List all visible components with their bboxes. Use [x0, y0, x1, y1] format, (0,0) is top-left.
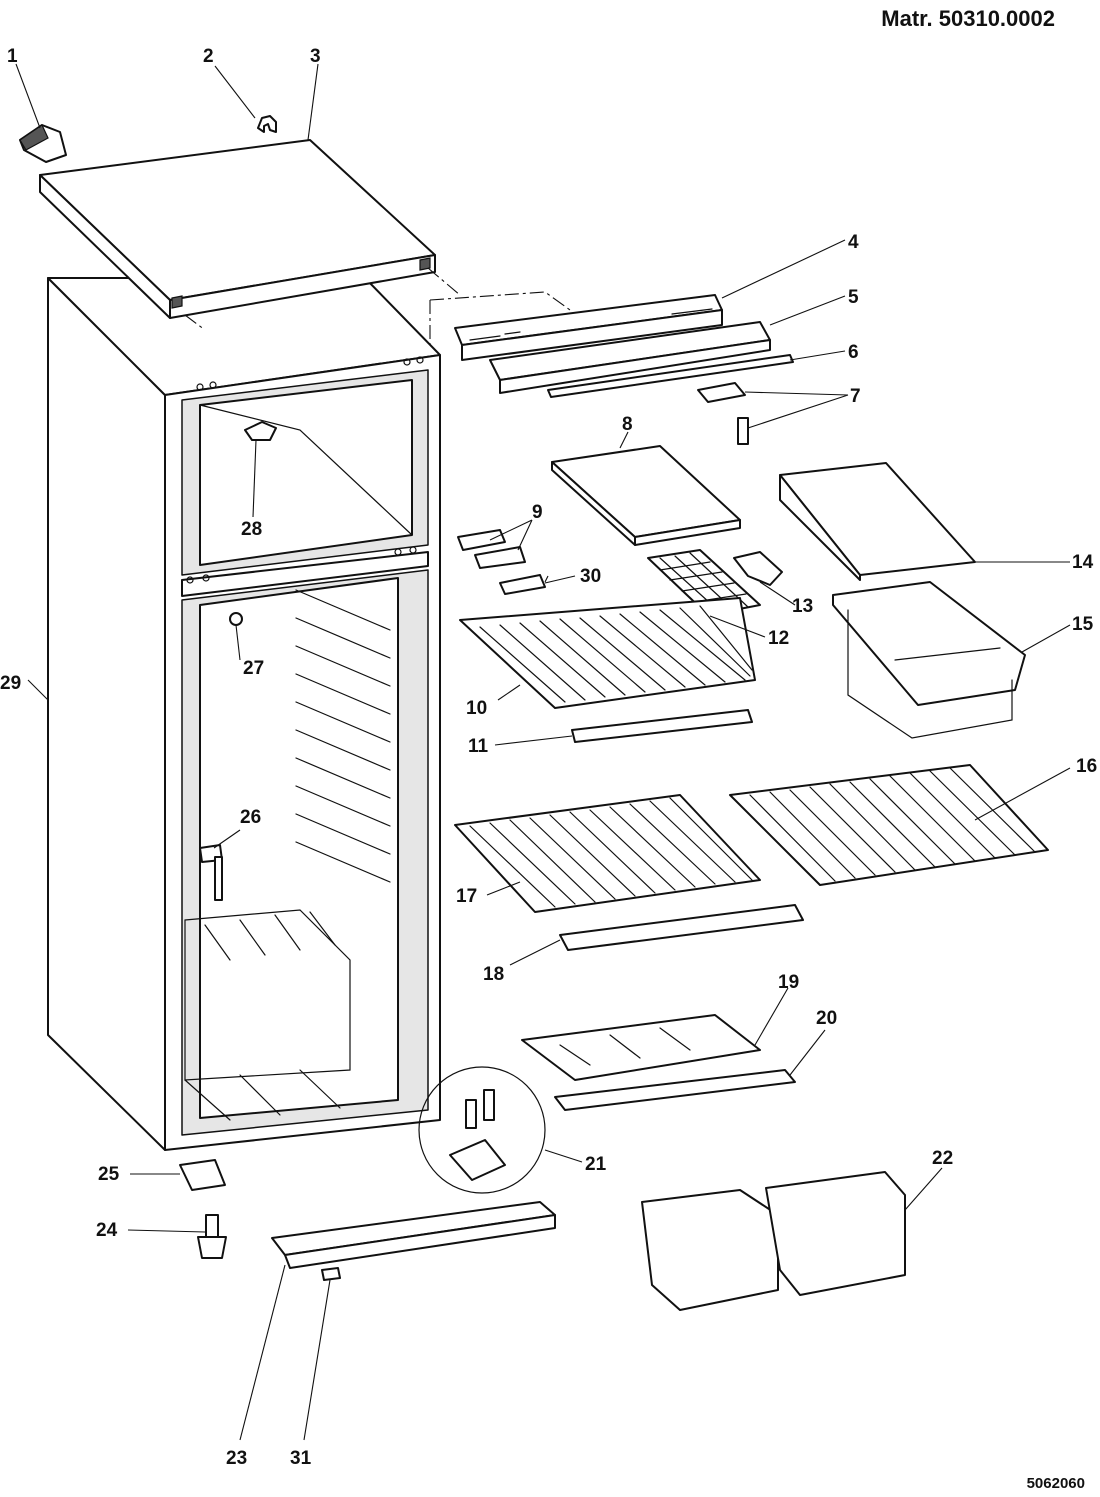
callout-10: 10: [466, 698, 487, 719]
callout-25: 25: [98, 1164, 120, 1185]
base-kick-plate-part: [271, 1201, 556, 1269]
callout-11: 11: [468, 736, 489, 757]
clip-part: [257, 115, 277, 133]
callout-27: 27: [243, 658, 264, 679]
light-bulb-part: [229, 612, 243, 626]
callout-18: 18: [483, 964, 504, 985]
callout-9: 9: [532, 502, 543, 523]
assembly-line: [429, 291, 571, 345]
leader-lines: [15, 63, 1071, 1441]
cabinet-body: [47, 277, 441, 1151]
callout-14: 14: [1072, 552, 1094, 573]
assembly-line-top: [184, 267, 461, 331]
callout-30: 30: [580, 566, 601, 587]
callout-2: 2: [203, 46, 214, 67]
freezer-wire-shelf-part: [459, 597, 756, 709]
bottom-hinge-part: [179, 1159, 226, 1191]
shelf-support-part: [457, 529, 506, 551]
hinge-cap-part: [19, 124, 67, 163]
callout-7: 7: [850, 386, 861, 407]
callout-13: 13: [792, 596, 813, 617]
callout-19: 19: [778, 972, 799, 993]
callout-23: 23: [226, 1448, 247, 1469]
callout-labels: 1 2 3 4 5 6 7 8 9 10 11 12 13 14 15 16 1…: [0, 46, 1097, 1469]
shelf-front-trim-part: [559, 904, 804, 951]
crisper-cover-part: [779, 462, 976, 581]
callout-3: 3: [310, 46, 321, 67]
light-switch-part: [697, 382, 749, 445]
callout-21: 21: [585, 1154, 607, 1175]
callout-8: 8: [622, 414, 633, 435]
callout-12: 12: [768, 628, 789, 649]
callout-5: 5: [848, 287, 859, 308]
callout-31: 31: [290, 1448, 312, 1469]
callout-15: 15: [1072, 614, 1094, 635]
callout-22: 22: [932, 1148, 953, 1169]
material-number: Matr. 50310.0002: [881, 6, 1055, 31]
door-bin-part: [641, 1171, 906, 1311]
trim-strip-part: [547, 354, 794, 398]
callout-16: 16: [1076, 756, 1097, 777]
callout-26: 26: [240, 807, 261, 828]
callout-24: 24: [96, 1220, 118, 1241]
callout-6: 6: [848, 342, 859, 363]
callout-29: 29: [0, 673, 21, 694]
callout-17: 17: [456, 886, 477, 907]
ice-scraper-part: [733, 551, 783, 586]
hinge-assembly-part: [418, 1066, 546, 1194]
callout-20: 20: [816, 1008, 837, 1029]
kick-plate-clip-part: [321, 1267, 341, 1281]
crisper-drawer-part: [832, 581, 1026, 739]
shelf-support-part-b: [474, 546, 526, 569]
thermostat-sensor-part: [199, 844, 223, 901]
callout-4: 4: [848, 232, 859, 253]
control-housing-part: [489, 321, 771, 394]
glass-shelf-trim-part: [554, 1069, 796, 1111]
callout-1: 1: [7, 46, 18, 67]
callout-28: 28: [241, 519, 262, 540]
lower-wire-shelf-part: [454, 794, 761, 913]
glass-shelf-part: [521, 1014, 761, 1081]
freezer-tray-part: [551, 445, 741, 546]
shelf-clip-part: [499, 574, 546, 595]
adjustable-foot-part: [197, 1214, 227, 1259]
control-panel-part: [454, 294, 723, 361]
drawing-code: 5062060: [1027, 1475, 1085, 1492]
top-cover: [39, 139, 436, 319]
thermostat-knob-part: [244, 421, 277, 441]
upper-wire-shelf-part: [729, 764, 1049, 886]
shelf-trim-part: [571, 709, 753, 743]
